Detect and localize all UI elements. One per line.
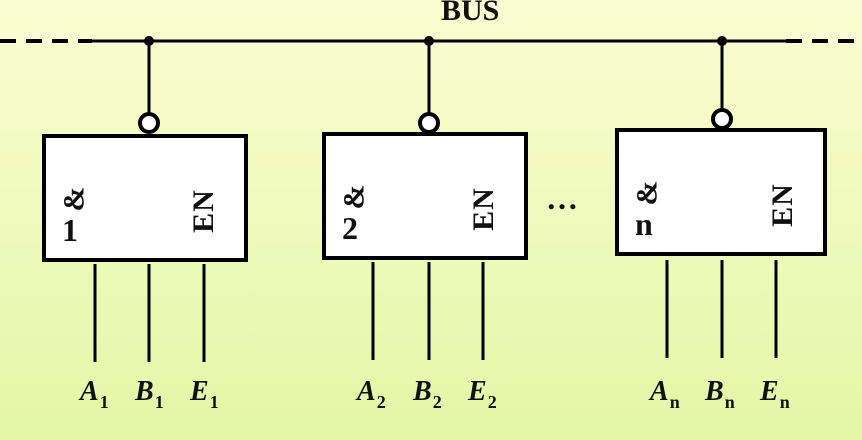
input-label-an: An [650,376,680,413]
gate-n-and-symbol: & [630,180,664,206]
gate-n-index: n [635,206,653,242]
gate-1-enable-label: EN [186,189,220,233]
input-label-b1: B1 [135,376,164,413]
gate-2-and-symbol: & [337,184,371,210]
gate-1-index: 1 [62,212,78,248]
gate-2: & 2 EN [322,132,528,260]
bus-title: BUS [441,0,500,27]
input-label-a1: A1 [80,376,109,413]
more-gates-ellipsis: … [546,180,578,216]
gate-n: & n EN [615,128,827,256]
input-label-a2: A2 [357,376,386,413]
input-label-e2: E2 [468,376,497,413]
input-label-b2: B2 [413,376,442,413]
input-label-e1: E1 [190,376,219,413]
gate-1-and-symbol: & [57,186,91,212]
input-label-en: En [760,376,790,413]
input-label-bn: Bn [705,376,735,413]
gate-1: & 1 EN [42,134,248,262]
gate-2-index: 2 [342,210,358,246]
gate-n-enable-label: EN [765,183,799,227]
gate-2-enable-label: EN [466,187,500,231]
inversion-bubble-n [711,108,733,130]
inversion-bubble-1 [138,112,160,134]
inversion-bubble-2 [418,112,440,134]
